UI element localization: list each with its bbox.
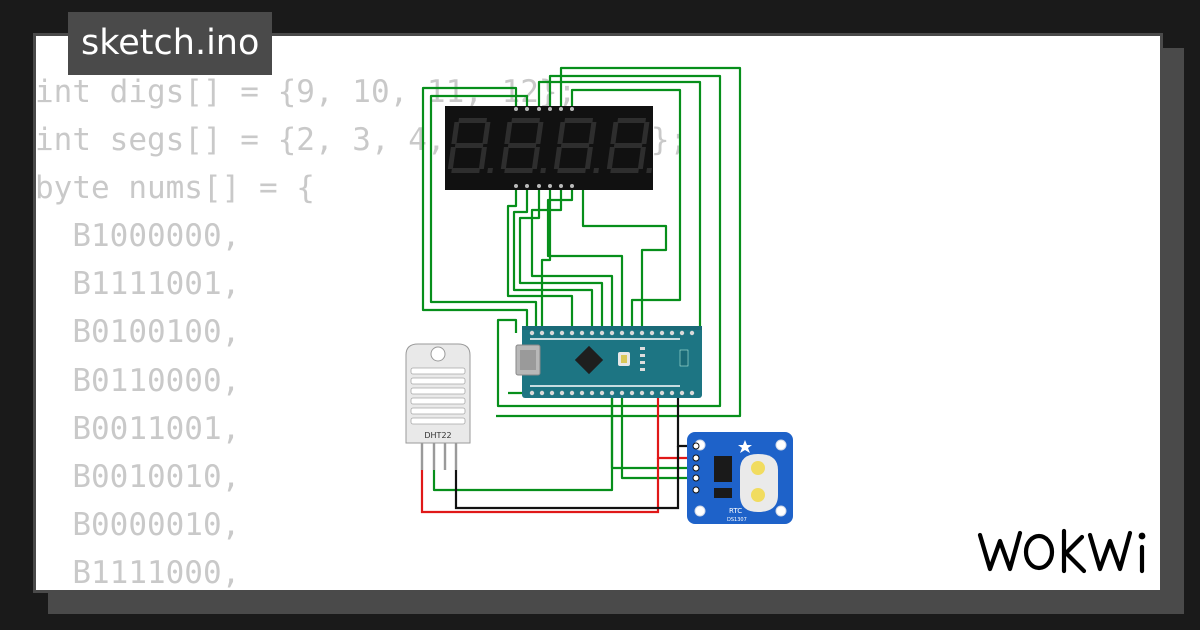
code-line: B0011001, <box>35 410 241 447</box>
file-tab[interactable]: sketch.ino <box>68 12 273 75</box>
wokwi-logo <box>977 528 1146 574</box>
code-preview: int digs[] = {9, 10, 11, 12};int segs[] … <box>35 68 688 597</box>
code-line: byte nums[] = { <box>35 170 315 207</box>
code-line: B0110000, <box>35 362 241 399</box>
red-wires <box>420 396 694 514</box>
code-line: int digs[] = {9, 10, 11, 12}; <box>35 74 577 110</box>
rtc-module[interactable]: RTC DS1307 <box>687 432 793 524</box>
rtc-label: RTC <box>729 507 742 515</box>
code-line: B1111000, <box>35 554 241 591</box>
arduino-nano-board[interactable] <box>515 326 702 398</box>
code-line: B0000010, <box>35 506 241 543</box>
rtc-chip-label: DS1307 <box>727 517 747 523</box>
dht22-label: DHT22 <box>424 431 451 440</box>
code-line: B0100100, <box>35 314 241 351</box>
dht22-sensor[interactable]: DHT22 <box>405 343 471 470</box>
seven-segment-display[interactable] <box>445 106 659 190</box>
code-line: B1111001, <box>35 266 241 303</box>
code-line: B0010010, <box>35 458 241 495</box>
code-line: B1000000, <box>35 218 241 255</box>
